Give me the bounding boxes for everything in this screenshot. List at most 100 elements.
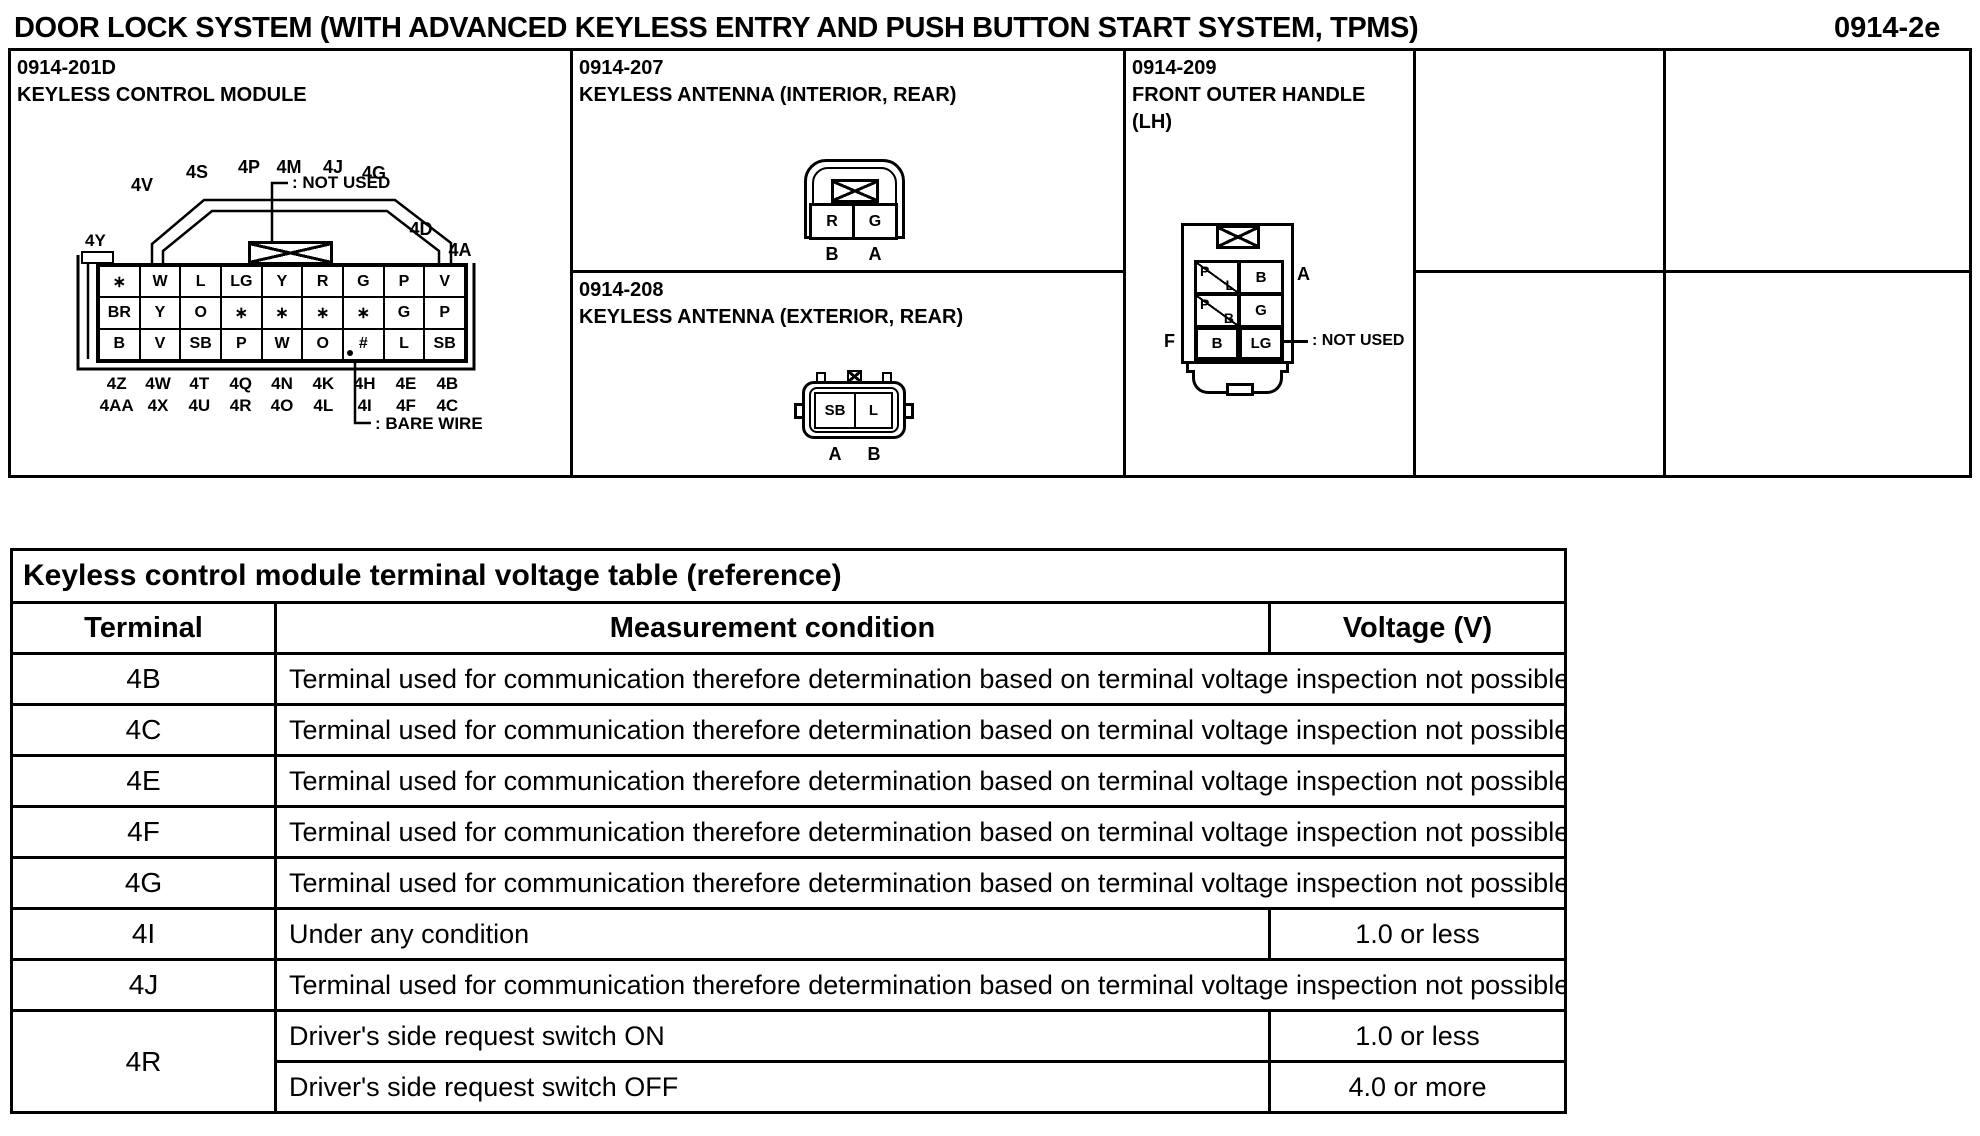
antenna-pin: L [854,392,893,429]
antenna-interior-name: KEYLESS ANTENNA (INTERIOR, REAR) [579,84,957,106]
antenna-interior-header: 0914-207 KEYLESS ANTENNA (INTERIOR, REAR… [579,55,956,109]
module-header: 0914-201D KEYLESS CONTROL MODULE [17,55,307,109]
terminal-cell: 4E [10,754,277,808]
col-header-measurement-condition: Measurement condition [274,601,1271,655]
module-terminal-group-label: 4D [409,219,433,239]
module-terminal-number-label: 4U [188,396,211,415]
module-terminal-group-label: 4V [130,175,154,195]
terminal-cell: 4J [10,958,277,1012]
antenna-exterior-crossbox [847,370,862,383]
module-pin: O [180,297,221,329]
module-pin: G [343,266,384,298]
terminal-cell: 4G [10,856,277,910]
module-pin: # [343,328,384,360]
handle-bottom-tab [1226,383,1254,396]
module-id: 0914-201D [17,57,116,79]
module-pin: V [424,266,465,298]
handle-pin-color: L [1225,277,1234,293]
module-terminal-number-label: 4E [395,374,417,393]
terminal-voltage-table: Keyless control module terminal voltage … [10,548,1567,1114]
col-header-voltage: Voltage (V) [1268,601,1567,655]
module-pin: SB [424,328,465,360]
module-pin: G [383,297,425,329]
module-pin: Y [261,266,303,298]
empty-cell [1416,270,1663,475]
antenna-interior-terminal-label: B [825,244,839,264]
module-4y-label: 4Y [85,231,106,250]
antenna-exterior-pins: SB L [814,392,893,429]
antenna-interior-terminal-label: A [868,244,882,264]
antenna-interior-crossbox [831,179,879,203]
module-pin: V [139,328,181,360]
module-pin: L [180,266,221,298]
voltage-cell: 1.0 or less [1268,1009,1567,1063]
antenna-exterior-id: 0914-208 [579,279,664,301]
handle-not-used-line [1284,340,1308,343]
table-header-row: Terminal Measurement condition Voltage (… [10,601,1567,655]
antenna-pin: G [852,203,898,240]
module-not-used-crossbox [248,241,333,265]
module-terminal-group-label: 4J [322,157,344,177]
module-pin: LG [221,266,262,298]
voltage-cell: 4.0 or more [1268,1060,1567,1114]
empty-cell [1666,51,1969,270]
module-connector-outline [76,181,476,425]
handle-name: FRONT OUTER HANDLE [1132,84,1366,106]
module-pin: B [99,328,140,360]
condition-cell: Terminal used for communication therefor… [274,754,1567,808]
handle-pin: B [1195,327,1239,360]
module-pin: L [383,328,425,360]
terminal-cell: 4C [10,703,277,757]
diagram-keyless-antenna-interior: 0914-207 KEYLESS ANTENNA (INTERIOR, REAR… [573,51,1123,270]
antenna-exterior-terminal-label: B [867,444,881,464]
condition-cell: Terminal used for communication therefor… [274,958,1567,1012]
terminal-cell: 4R [10,1009,277,1114]
terminal-cell: 4F [10,805,277,859]
module-pin: P [383,266,425,298]
condition-cell: Driver's side request switch OFF [274,1060,1271,1114]
table-title-row: Keyless control module terminal voltage … [10,548,1567,604]
module-terminal-number-label: 4Z [106,374,127,393]
module-pin: ∗ [261,297,303,329]
module-terminal-number-label: 4W [145,374,171,393]
empty-cell [1666,270,1969,475]
empty-diagram-column [1413,51,1663,475]
handle-header: 0914-209 FRONT OUTER HANDLE (LH) [1132,55,1365,136]
module-pin: ∗ [221,297,262,329]
condition-cell: Under any condition [274,907,1271,961]
module-terminal-number-label: 4R [229,396,252,415]
handle-pin-color: P [1200,263,1210,279]
module-bare-wire-label: : BARE WIRE [375,414,483,433]
condition-cell: Terminal used for communication therefor… [274,703,1567,757]
empty-cell [1416,51,1663,270]
module-terminal-group-label: 4A [448,240,472,260]
module-pin: R [302,266,343,298]
module-terminal-group-label: 4G [361,163,387,183]
diagram-keyless-control-module: 0914-201D KEYLESS CONTROL MODULE 4Y : NO… [11,51,570,475]
module-pin: ∗ [302,297,343,329]
module-terminal-number-label: 4AA [99,396,134,415]
antenna-exterior-header: 0914-208 KEYLESS ANTENNA (EXTERIOR, REAR… [579,277,963,331]
module-pin: ∗ [99,266,140,298]
module-pin: BR [99,297,140,329]
module-terminal-number-label: 4C [436,396,459,415]
module-pin: Y [139,297,181,329]
antenna-interior-id: 0914-207 [579,57,664,79]
handle-pin: G [1239,294,1283,327]
module-terminal-group-label: 4M [276,157,302,177]
empty-diagram-column [1663,51,1969,475]
condition-cell: Terminal used for communication therefor… [274,805,1567,859]
module-pin: ∗ [343,297,384,329]
module-terminal-number-label: 4X [147,396,169,415]
